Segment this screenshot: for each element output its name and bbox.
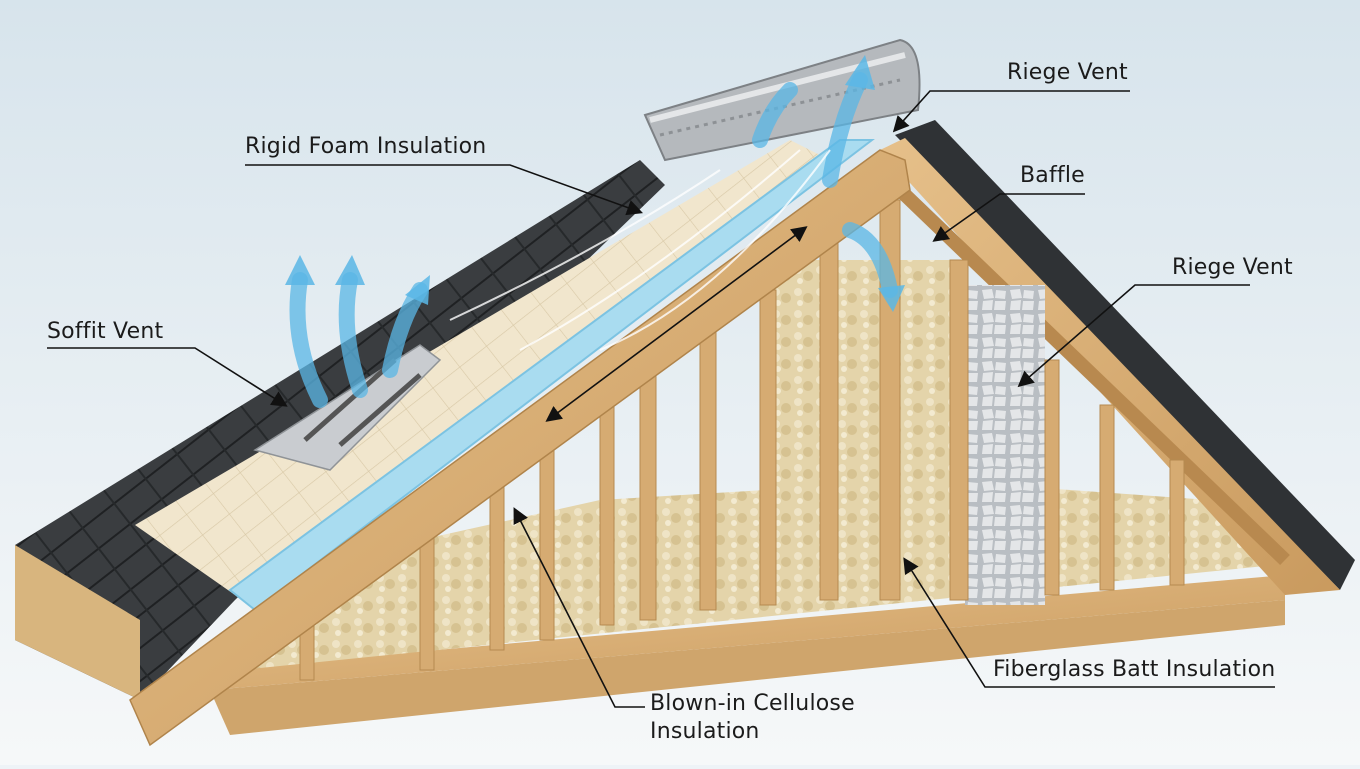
baffle-label: Baffle: [1020, 163, 1085, 188]
rigid-foam-label: Rigid Foam Insulation: [245, 134, 487, 159]
soffit-vent-label: Soffit Vent: [47, 319, 164, 344]
ridge-vent-side-label: Riege Vent: [1172, 255, 1293, 280]
blown-in-label-line1: Blown-in Cellulose: [650, 691, 855, 716]
callout-leaders: [47, 90, 1275, 708]
rafter-span-arrow: [545, 226, 808, 422]
mineral-wall-panel: [965, 285, 1045, 605]
blown-in-cellulose-label: Blown-in Cellulose Insulation: [650, 690, 890, 746]
right-roof-slope: [880, 120, 1355, 595]
wall-studs: [299, 199, 1185, 681]
blown-in-label-line2: Insulation: [650, 719, 760, 744]
fiberglass-batt-panel: [770, 260, 950, 590]
fiberglass-batt-label: Fiberglass Batt Insulation: [993, 657, 1276, 682]
airflow-arrowheads: [285, 55, 905, 312]
ridge-vent-top-label: Riege Vent: [1007, 60, 1128, 85]
